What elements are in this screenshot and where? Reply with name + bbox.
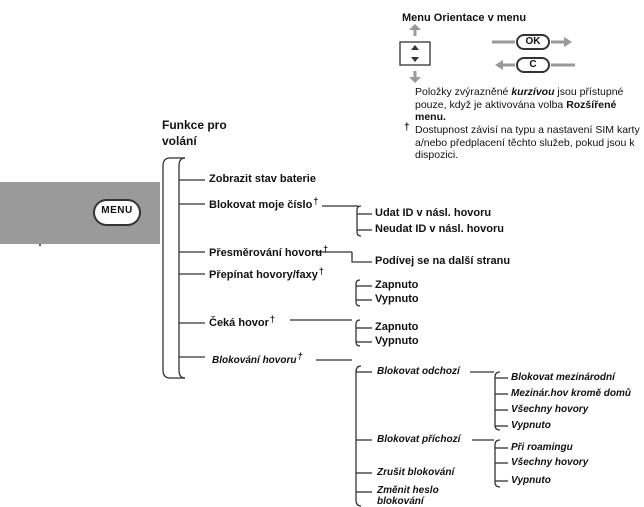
- right-arrow-icon: [564, 37, 572, 47]
- option-when-roaming[interactable]: Při roamingu: [511, 442, 573, 453]
- tree-title-line1: Funkce pro: [162, 118, 227, 132]
- menu-item-battery-status[interactable]: Zobrazit stav baterie: [209, 173, 316, 185]
- option-all-incoming[interactable]: Všechny hovory: [511, 457, 589, 468]
- submenu-fax-on[interactable]: Zapnuto: [375, 279, 419, 291]
- option-outgoing-off[interactable]: Vypnuto: [511, 420, 551, 431]
- submenu-cancel-barring[interactable]: Zrušit blokování: [377, 467, 455, 478]
- ok-key-icon: OK: [516, 34, 550, 50]
- menu-item-call-barring[interactable]: Blokování hovoru†: [212, 351, 303, 366]
- submenu-see-next-page[interactable]: Podívej se na další stranu: [375, 255, 511, 267]
- dagger-symbol: †: [404, 122, 410, 133]
- submenu-send-id[interactable]: Udat ID v násl. hovoru: [375, 207, 492, 219]
- c-key-icon: C: [516, 57, 550, 73]
- menu-item-call-waiting[interactable]: Čeká hovor†: [209, 314, 275, 329]
- option-incoming-off[interactable]: Vypnuto: [511, 475, 551, 486]
- menu-item-block-my-number[interactable]: Blokovat moje číslo†: [209, 196, 319, 211]
- submenu-fax-off[interactable]: Vypnuto: [375, 293, 419, 305]
- up-arrow-icon: [409, 24, 421, 30]
- main-bracket-outer: [162, 157, 171, 379]
- menu-item-switch-calls-fax[interactable]: Přepínat hovory/faxy†: [209, 266, 324, 281]
- legend-title: Menu Orientace v menu: [402, 12, 527, 24]
- option-bar-international[interactable]: Blokovat mezinárodní: [511, 372, 615, 383]
- submenu-waiting-off[interactable]: Vypnuto: [375, 335, 419, 347]
- left-arrow-icon: [495, 60, 503, 70]
- option-international-except-home[interactable]: Mezinár.hov kromě domů: [511, 388, 632, 399]
- scroll-up-icon: [411, 45, 419, 50]
- main-bracket-inner: [178, 157, 186, 379]
- scroll-down-icon: [411, 57, 419, 62]
- menu-button[interactable]: MENU: [93, 199, 141, 226]
- submenu-hide-id[interactable]: Neudat ID v násl. hovoru: [375, 223, 504, 235]
- tree-title-line2: volání: [162, 134, 197, 148]
- submenu-waiting-on[interactable]: Zapnuto: [375, 321, 419, 333]
- option-all-outgoing[interactable]: Všechny hovory: [511, 404, 589, 415]
- submenu-bar-incoming[interactable]: Blokovat příchozí: [377, 434, 461, 445]
- legend-note: Položky zvýrazněné kurzívou jsou přístup…: [415, 86, 624, 123]
- menu-item-call-divert[interactable]: Přesměrování hovoru†: [209, 244, 329, 259]
- down-arrow-icon: [409, 77, 421, 83]
- submenu-change-password-line1[interactable]: Změnit heslo: [377, 485, 439, 496]
- availability-note: Dostupnost závisí na typu a nastavení SI…: [415, 124, 640, 161]
- submenu-change-password-line2[interactable]: blokování: [377, 496, 424, 507]
- submenu-bar-outgoing[interactable]: Blokovat odchozí: [377, 366, 460, 377]
